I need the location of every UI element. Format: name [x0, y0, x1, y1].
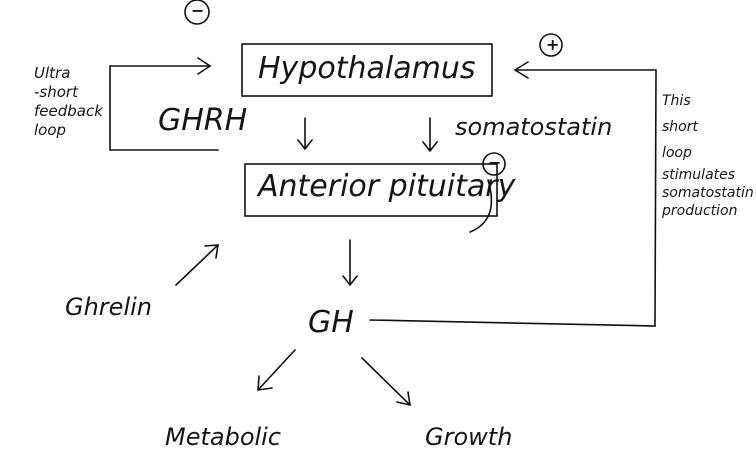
note-line: somatostatin [662, 185, 754, 201]
metabolic-label: Metabolic [165, 423, 282, 451]
anterior-pituitary-label: Anterior pituitary [258, 169, 516, 204]
minus-circle-pituitary [482, 152, 506, 176]
note-line: short [662, 119, 698, 135]
plus-circle-hypothalamus [539, 33, 563, 57]
ghrh-label: GHRH [158, 103, 248, 138]
ultra-short-loop-note: Ultra -short feedback loop [34, 64, 103, 140]
somatostatin-label: somatostatin [455, 113, 613, 141]
ultra-short-loop-line [109, 65, 219, 151]
stimulate-sign: + [546, 35, 560, 54]
pituitary-gh-arrow [342, 239, 358, 287]
note-line: loop [662, 145, 692, 161]
ghrelin-arrow [175, 244, 219, 286]
note-line: Ultra [34, 64, 71, 82]
note-line: loop [34, 121, 67, 139]
gh-feedback-line [369, 69, 657, 327]
hypothalamus-label: Hypothalamus [258, 51, 476, 86]
note-line: stimulates [662, 167, 736, 183]
anterior-pituitary-box [244, 163, 498, 217]
inhibit-sign: − [191, 1, 205, 20]
note-line: -short [34, 83, 78, 101]
short-loop-note: This short loop stimulates somatostatin … [662, 88, 754, 220]
note-line: feedback [34, 102, 103, 120]
ultra-short-loop-arrowhead [197, 57, 212, 75]
ghrh-arrow [297, 117, 313, 151]
pituitary-tail-curve [469, 179, 493, 233]
gh-label: GH [308, 305, 354, 340]
gh-growth-arrow [361, 357, 411, 407]
minus-circle-hypothalamus [184, 0, 210, 25]
hypothalamus-box [241, 43, 493, 97]
note-line: production [662, 203, 738, 219]
gh-feedback-arrowhead [513, 61, 529, 79]
growth-label: Growth [425, 423, 513, 451]
inhibit-sign: − [488, 153, 502, 172]
ghrelin-label: Ghrelin [65, 293, 152, 321]
somatostatin-arrow [422, 117, 438, 153]
note-line: This [662, 93, 691, 109]
gh-metabolic-arrow [257, 349, 296, 391]
